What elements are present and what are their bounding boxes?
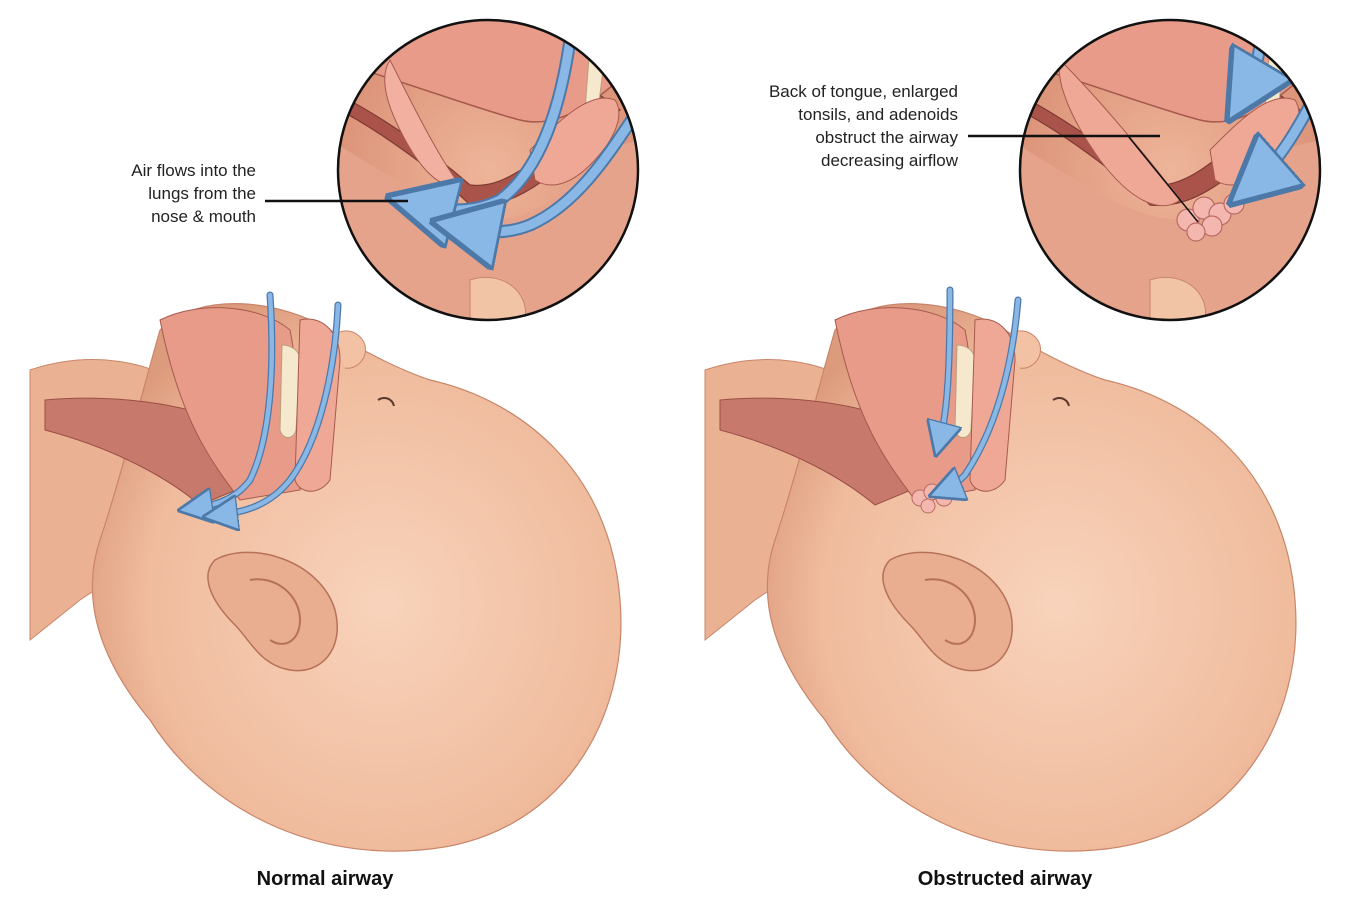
obstructed-airway-caption: Obstructed airway (880, 868, 1130, 891)
magnified-view-obstructed (1010, 20, 1320, 320)
obstructed-airway-callout: Back of tongue, enlarged tonsils, and ad… (700, 80, 958, 172)
magnified-view-normal (330, 20, 640, 320)
normal-airway-callout: Air flows into the lungs from the nose &… (60, 159, 256, 228)
normal-airway-caption: Normal airway (200, 868, 450, 891)
infant-head-normal (30, 295, 621, 851)
infant-head-obstructed (705, 290, 1296, 851)
normal-airway-panel (30, 20, 640, 851)
